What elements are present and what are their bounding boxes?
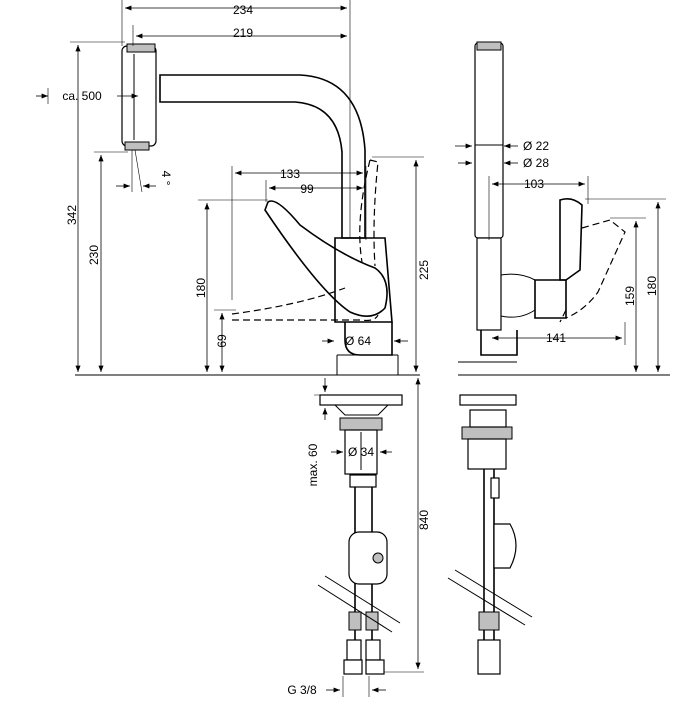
dim-thread-label: G 3/8	[287, 683, 317, 697]
lever-block-side	[534, 279, 567, 319]
connector-right	[365, 639, 381, 661]
hose-connector-top	[349, 474, 377, 488]
dim-103-label: 103	[524, 177, 544, 191]
side-view	[447, 41, 670, 675]
cut-line-a	[317, 584, 393, 633]
lever-alt-side	[231, 287, 346, 315]
dim-angle-label: 4 °	[159, 171, 173, 186]
lever-handle-side	[559, 198, 583, 281]
dim-d34-label: Ø 34	[348, 445, 374, 459]
shank-lower-side	[467, 438, 507, 470]
nut-right	[365, 659, 385, 675]
lever-handle	[264, 200, 388, 317]
cut-line-b	[324, 575, 401, 624]
mount-nut-side	[461, 426, 513, 440]
dim-180-front-label: 180	[194, 278, 208, 298]
dim-max60-label: max. 60	[306, 443, 320, 486]
lever-alt-up	[369, 159, 379, 267]
dim-99-label: 99	[300, 182, 314, 196]
fitting-right	[365, 611, 379, 631]
fitting-left	[348, 611, 362, 631]
mounting-plate	[319, 394, 403, 406]
front-view	[75, 43, 420, 675]
nut-left	[343, 659, 363, 675]
cut-line-side-b	[454, 569, 533, 618]
connector-side	[477, 639, 501, 675]
dim-234-label: 234	[233, 3, 253, 17]
spray-head-cap	[126, 43, 156, 53]
spout-body	[159, 74, 366, 239]
dim-342-label: 342	[65, 205, 79, 225]
spout-top-side	[476, 41, 502, 51]
dim-133-label: 133	[280, 167, 300, 181]
dim-230-label: 230	[87, 245, 101, 265]
dim-219-label: 219	[233, 26, 253, 40]
lever-alt-side-view	[565, 219, 626, 319]
shank-upper-side	[469, 409, 507, 428]
dim-180-side-label: 180	[645, 276, 659, 296]
mount-plate-side	[459, 394, 517, 406]
cut-line-side-a	[447, 577, 526, 626]
lever-alt-side-lower	[232, 314, 379, 322]
dim-225-label: 225	[417, 260, 431, 280]
hose-weight-ring	[372, 552, 384, 564]
dim-d22-label: Ø 22	[523, 139, 549, 153]
dim-d64-label: Ø 64	[345, 334, 371, 348]
front-dimensions: 234 219 ca. 500 342 230 4 ° 133 99	[36, 0, 431, 697]
body-bulge-side	[500, 273, 536, 318]
dim-141-label: 141	[546, 331, 566, 345]
side-dimensions: Ø 22 Ø 28 103 141 159 180	[455, 139, 666, 372]
hose-weight-side	[493, 523, 517, 569]
connector-left	[346, 639, 362, 661]
fitting-side	[478, 611, 500, 631]
mounting-nut	[339, 417, 383, 431]
lever-alt-end	[559, 309, 567, 323]
spray-head-outlet	[124, 141, 150, 151]
dim-69-label: 69	[215, 334, 229, 348]
lever-alt-up-inner	[359, 159, 371, 263]
base-side	[480, 330, 518, 356]
mounting-washer	[334, 404, 389, 416]
dim-d28-label: Ø 28	[523, 156, 549, 170]
body-column-side	[476, 237, 502, 331]
dim-840-label: 840	[417, 510, 431, 530]
hose-clip-side	[490, 477, 500, 499]
dim-159-label: 159	[623, 286, 637, 306]
hose-weight	[348, 531, 388, 585]
dim-hose-label: ca. 500	[62, 89, 102, 103]
